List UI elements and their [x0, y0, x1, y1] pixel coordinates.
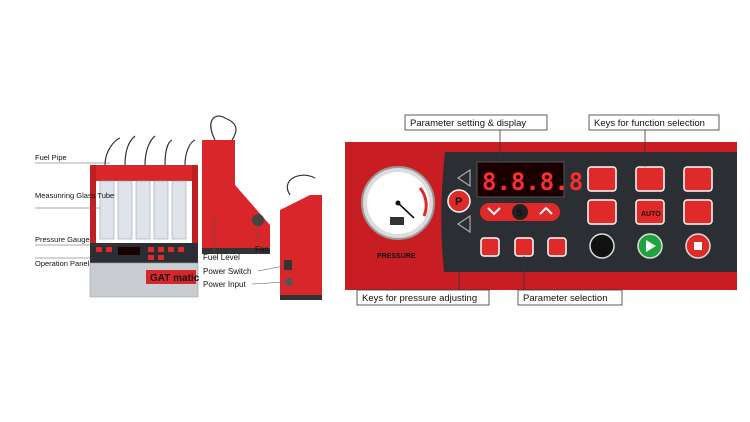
label-power-input: Power Input [203, 280, 246, 289]
parameter-keys[interactable]: S [480, 203, 560, 221]
auto-key[interactable]: AUTO [641, 211, 661, 218]
label-fan: Fan [255, 245, 269, 254]
label-pressure-gauge: Pressure Gauge [35, 235, 90, 244]
callout-function-selection: Keys for function selection [594, 118, 705, 129]
machine-back [280, 174, 322, 300]
machine-front: GAT matic [89, 135, 200, 298]
brand-logo: GAT matic [150, 273, 200, 284]
label-operation-panel: Operation Panel [35, 259, 90, 268]
machine-side [202, 115, 270, 254]
callout-parameter-selection: Parameter selection [523, 293, 607, 304]
pressure-gauge [361, 166, 435, 240]
parameter-display: 8.8.8.8 [482, 168, 583, 196]
middle-labels: Fuel Level Fan Power Switch Power Input [203, 215, 287, 289]
label-measuring-tube: Measunring Glass Tube [35, 191, 114, 200]
label-fuel-level: Fuel Level [203, 253, 240, 262]
function-keys[interactable]: AUTO [587, 166, 713, 259]
parameter-selection-keys[interactable] [480, 237, 567, 257]
pressure-adjust-keys[interactable]: P [447, 168, 471, 234]
label-fuel-pipe: Fuel Pipe [35, 153, 67, 162]
label-power-switch: Power Switch [203, 267, 251, 276]
p-key[interactable]: P [455, 196, 462, 208]
callout-pressure-adjusting: Keys for pressure adjusting [362, 293, 477, 304]
control-panel: PRESSURE P 8.8.8.8 S [345, 142, 737, 290]
callout-parameter-display: Parameter setting & display [410, 118, 526, 129]
left-labels: Fuel Pipe Measunring Glass Tube Pressure… [35, 153, 118, 268]
callouts: Parameter setting & display Keys for fun… [356, 114, 720, 306]
s-key[interactable]: S [516, 208, 523, 219]
gauge-label: PRESSURE [377, 253, 416, 260]
